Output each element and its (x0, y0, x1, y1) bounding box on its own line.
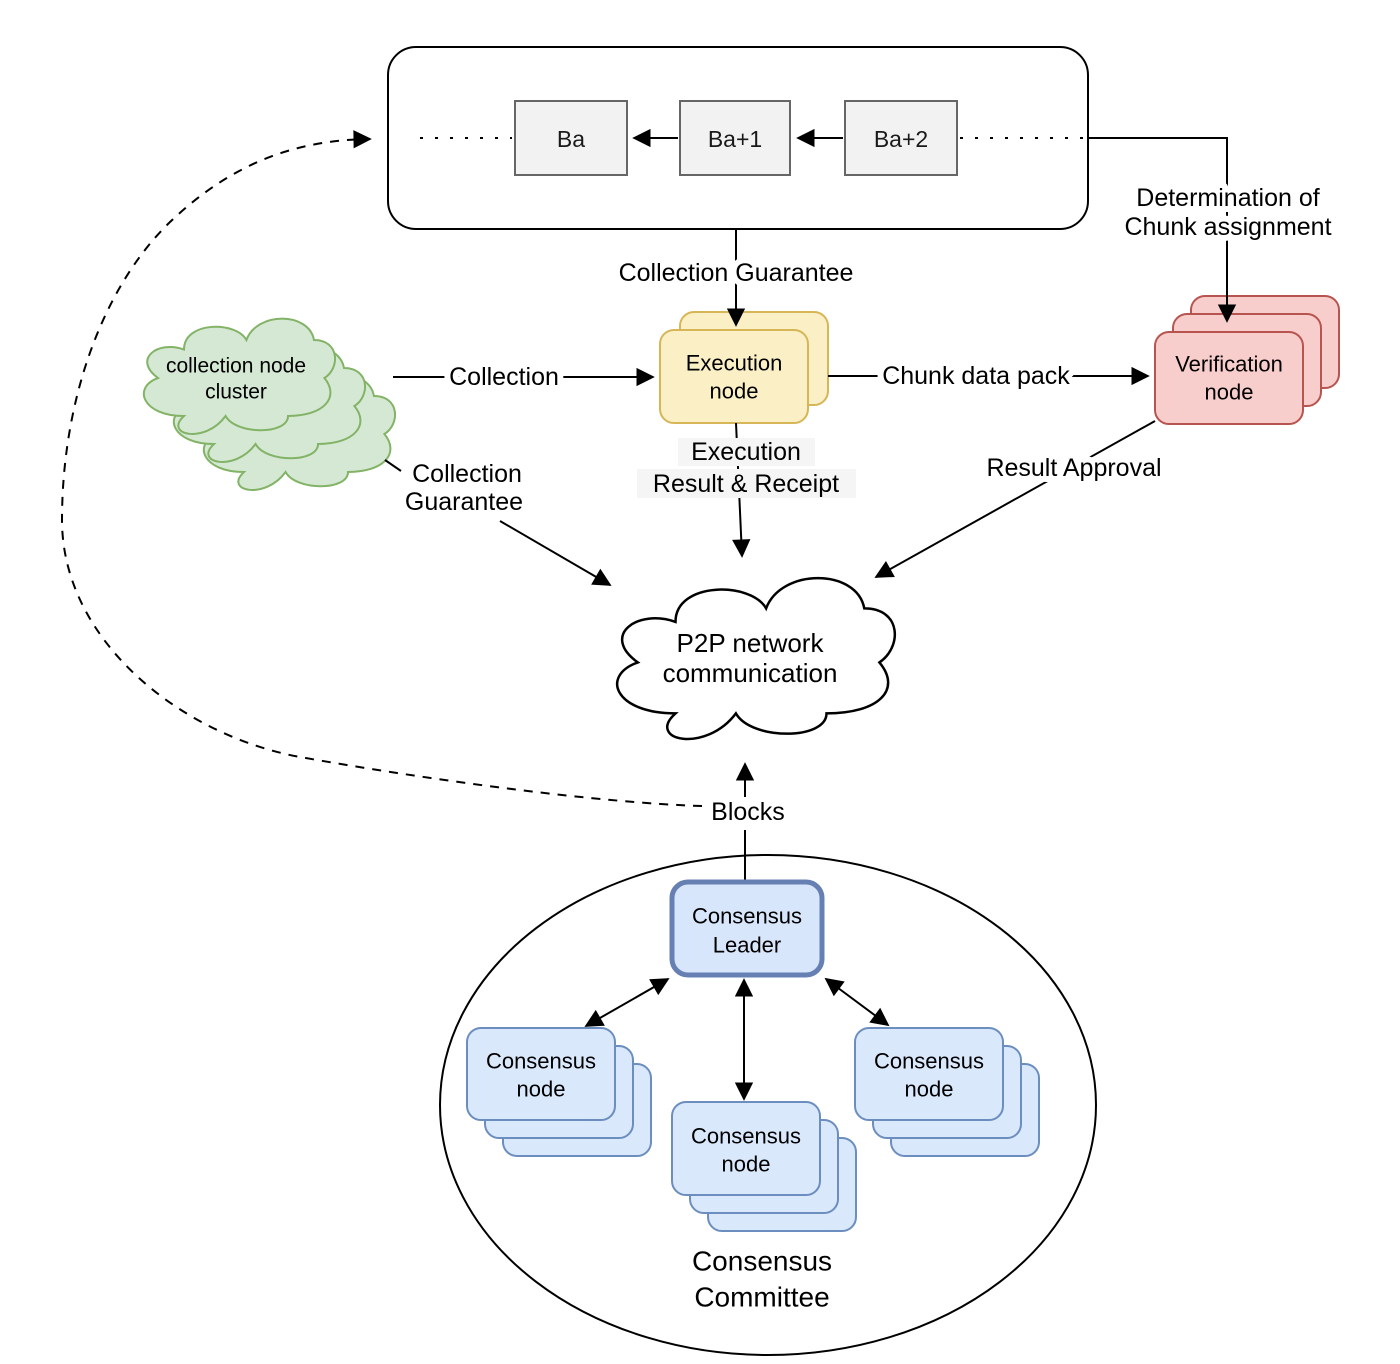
consensus-node-right-label-line1: Consensus (874, 1049, 984, 1074)
verification-card-front (1154, 331, 1304, 425)
label-result-approval: Result Approval (986, 454, 1161, 482)
edge-leader-left-node (584, 978, 670, 1027)
block-ba1-label: Ba+1 (708, 126, 762, 152)
p2p-label-line2: communication (663, 658, 838, 688)
label-execution-result-line2: Result & Receipt (653, 470, 839, 498)
consensus-committee-label-line1: Consensus (692, 1246, 832, 1277)
block-ba2-label: Ba+2 (874, 126, 928, 152)
consensus-node-right-label-line2: node (905, 1077, 954, 1102)
consensus-leader-box (669, 879, 825, 978)
execution-node-label-line2: node (710, 379, 759, 404)
consensus-leader-label-line1: Consensus (692, 904, 802, 929)
consensus-node-middle-label-line2: node (722, 1152, 771, 1177)
edge-leader-right-node (824, 977, 890, 1027)
consensus-node-stack-middle (671, 1101, 857, 1232)
cloud-front (142, 317, 337, 435)
label-execution-result-bg1 (678, 438, 815, 466)
label-collection-guarantee-left-line1: Collection (412, 460, 522, 488)
consensus-committee-ellipse (439, 854, 1097, 1356)
label-determination-line1: Determination of (1136, 184, 1319, 212)
block-ba: Ba (514, 100, 628, 176)
execution-node-label-line1: Execution (686, 351, 783, 376)
consensus-committee-label-line2: Committee (694, 1282, 829, 1313)
edge-result-approval (874, 420, 1156, 578)
consensus-node-middle-label-line1: Consensus (691, 1124, 801, 1149)
label-collection: Collection (449, 363, 559, 391)
p2p-label-line1: P2P network (677, 628, 825, 658)
consensus-node-stack-right (854, 1027, 1040, 1157)
label-chunk-data-pack: Chunk data pack (882, 362, 1070, 390)
collection-node-cluster (142, 317, 397, 491)
label-execution-result-bg2 (637, 469, 856, 498)
verification-node-stack (1154, 295, 1340, 425)
label-determination-line2: Chunk assignment (1124, 213, 1331, 241)
consensus-node-left-label-line1: Consensus (486, 1049, 596, 1074)
block-ba-label: Ba (557, 126, 585, 152)
block-ba2: Ba+2 (844, 100, 958, 176)
consensus-node-stack-left (466, 1027, 652, 1157)
execution-card-front (659, 329, 809, 424)
verification-node-label-line2: node (1205, 380, 1254, 405)
collection-cluster-label-line1: collection node (166, 355, 306, 378)
execution-node-stack (659, 311, 829, 424)
p2p-cloud (616, 577, 897, 741)
edge-collection-guarantee-left-connector (384, 459, 402, 472)
label-collection-guarantee-left-line2: Guarantee (405, 488, 523, 516)
verification-node-label-line1: Verification (1175, 352, 1283, 377)
collection-cluster-label-line2: cluster (205, 381, 267, 404)
consensus-node-left-label-line2: node (517, 1077, 566, 1102)
consensus-leader-label-line2: Leader (713, 933, 782, 958)
edge-blocks-dashed-curve (60, 130, 703, 807)
label-collection-guarantee-top: Collection Guarantee (619, 259, 854, 287)
label-blocks: Blocks (711, 798, 785, 826)
label-execution-result-line1: Execution (691, 438, 801, 466)
edge-collection-guarantee-left-arrow (499, 520, 612, 586)
edge-determination-connector (1088, 137, 1237, 323)
block-ba1: Ba+1 (679, 100, 791, 176)
